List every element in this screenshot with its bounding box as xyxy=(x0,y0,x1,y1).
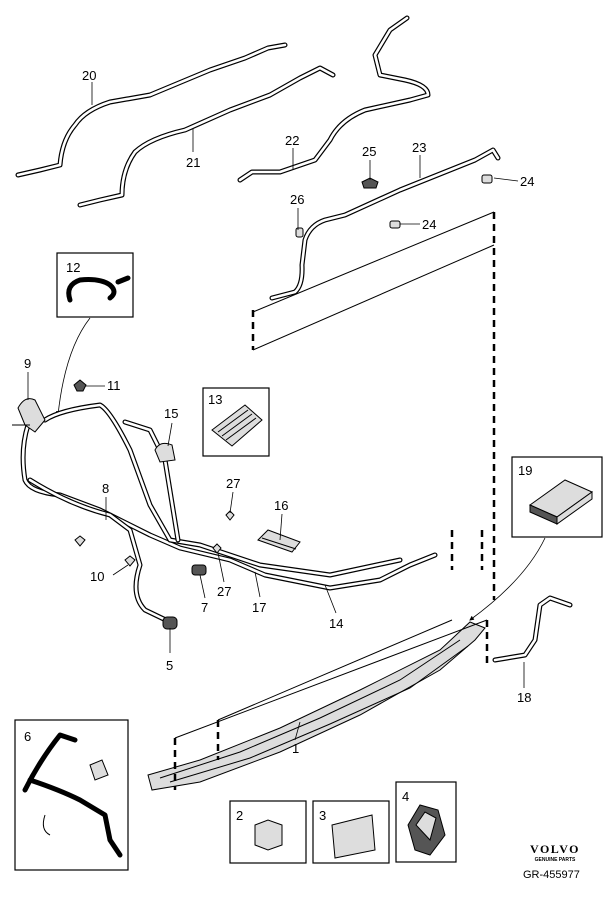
diagram-reference: GR-455977 xyxy=(523,869,580,881)
hose-assembly xyxy=(20,402,438,625)
callout-21: 21 xyxy=(186,155,200,170)
clip-10 xyxy=(74,535,136,567)
callout-27a: 27 xyxy=(226,476,240,491)
pipe-23 xyxy=(269,147,501,301)
callout-25: 25 xyxy=(362,144,376,159)
callout-6: 6 xyxy=(24,729,31,744)
grommet-15 xyxy=(154,442,176,463)
part-9 xyxy=(12,398,46,433)
callout-4: 4 xyxy=(402,789,409,804)
callout-27b: 27 xyxy=(217,584,231,599)
callout-15: 15 xyxy=(164,406,178,421)
detail-box-3 xyxy=(312,800,390,864)
detail-box-13 xyxy=(202,387,270,457)
detail-box-4 xyxy=(395,781,457,863)
clip-11 xyxy=(73,379,87,392)
callout-5: 5 xyxy=(166,658,173,673)
callout-16: 16 xyxy=(274,498,288,513)
detail-box-6 xyxy=(14,719,129,871)
callout-7: 7 xyxy=(201,600,208,615)
clip-24a xyxy=(481,174,493,184)
callout-17: 17 xyxy=(252,600,266,615)
brand-subtitle: GENUINE PARTS xyxy=(534,857,576,863)
pipe-22 xyxy=(237,15,431,183)
callout-3: 3 xyxy=(319,808,326,823)
clip-27 xyxy=(212,510,235,554)
clip-25 xyxy=(361,177,379,189)
callout-26: 26 xyxy=(290,192,304,207)
brand-logo: VOLVO xyxy=(530,842,580,856)
clip-26 xyxy=(295,227,304,238)
connector-7 xyxy=(191,564,207,576)
pipe-18 xyxy=(492,595,573,663)
callout-18: 18 xyxy=(517,690,531,705)
callout-19: 19 xyxy=(518,463,532,478)
detail-box-2 xyxy=(229,800,307,864)
callout-24b: 24 xyxy=(422,217,436,232)
callout-20: 20 xyxy=(82,68,96,83)
detail-box-19 xyxy=(511,456,603,538)
callout-22: 22 xyxy=(285,133,299,148)
callout-8: 8 xyxy=(102,481,109,496)
bracket-16 xyxy=(257,529,301,553)
rail-1 xyxy=(147,621,486,791)
callout-11: 11 xyxy=(107,378,121,393)
callout-12: 12 xyxy=(66,260,80,275)
callout-23: 23 xyxy=(412,140,426,155)
callout-10: 10 xyxy=(90,569,104,584)
callout-2: 2 xyxy=(236,808,243,823)
callout-9: 9 xyxy=(24,356,31,371)
connector-5 xyxy=(162,616,178,630)
callout-14: 14 xyxy=(329,616,343,631)
callout-13: 13 xyxy=(208,392,222,407)
pipe-20 xyxy=(15,42,288,178)
detail-box-12 xyxy=(56,252,134,318)
callout-1: 1 xyxy=(292,741,299,756)
clip-24b xyxy=(389,220,401,229)
pipe-21 xyxy=(77,65,336,208)
callout-24a: 24 xyxy=(520,174,534,189)
